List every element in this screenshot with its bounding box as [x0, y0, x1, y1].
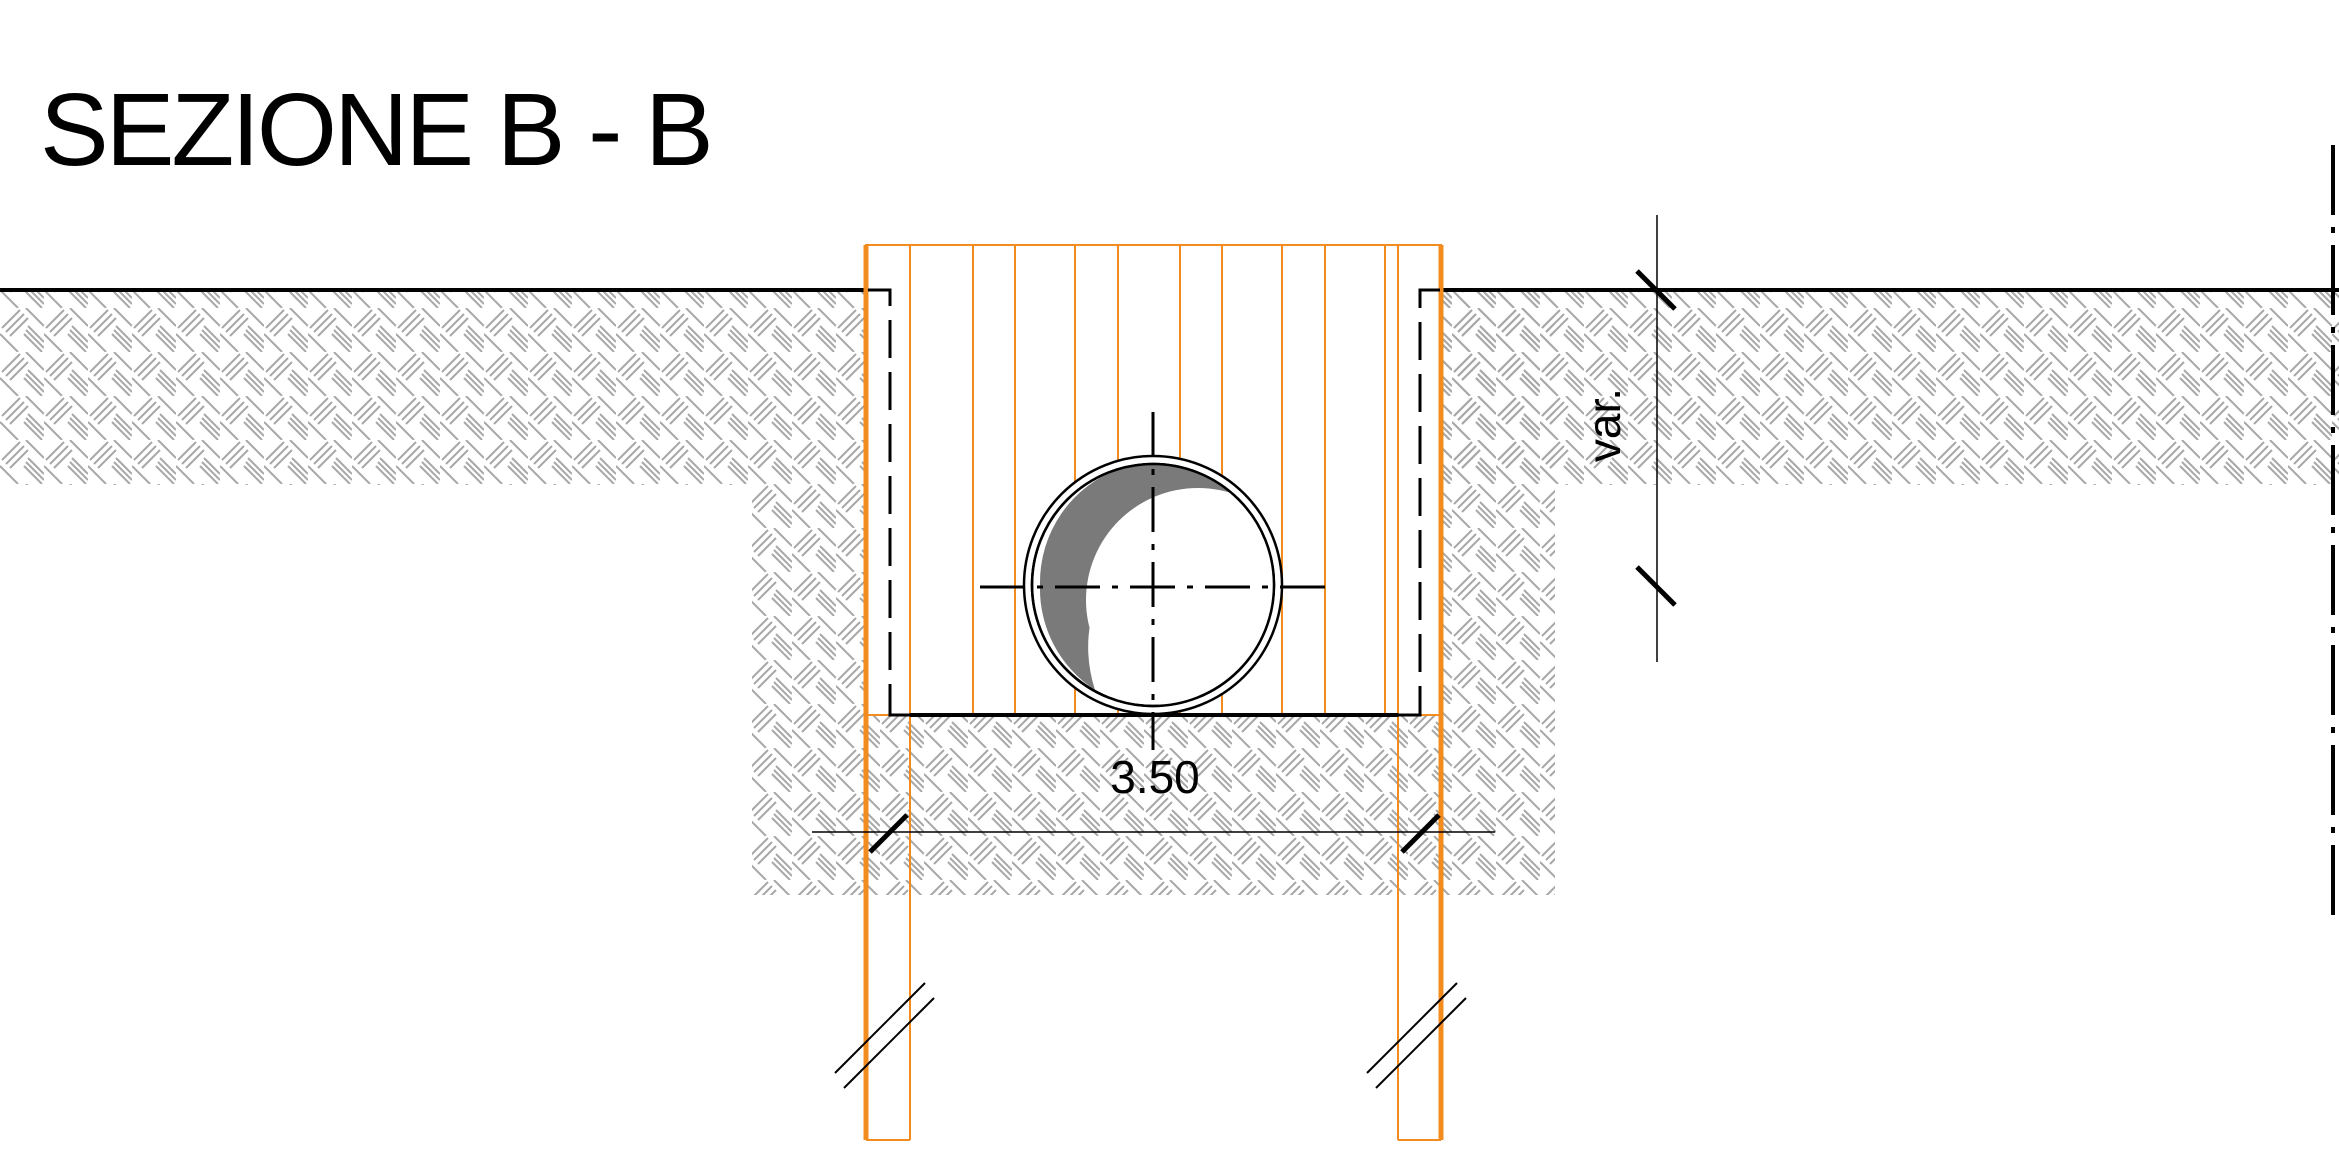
soil-left [0, 290, 865, 485]
soil-right [1440, 290, 2339, 485]
soil-hatch [0, 290, 2339, 895]
soil-trench-left [752, 485, 865, 895]
dim-tick-left [868, 813, 909, 854]
section-title: SEZIONE B - B [40, 72, 711, 187]
pipe-centerlines [980, 412, 1325, 750]
soil-trench-right [1440, 290, 1555, 895]
width-dimension-label: 3.50 [1110, 751, 1200, 803]
depth-dimension-label: var. [1578, 388, 1630, 462]
dim-tick-right [1400, 813, 1441, 854]
pipe-shadow [1039, 464, 1258, 690]
pipe [1022, 454, 1284, 716]
width-dimension [812, 813, 1495, 854]
depth-tick-bottom [1635, 565, 1677, 607]
depth-tick-top [1635, 269, 1677, 311]
break-lines [834, 982, 1467, 1089]
depth-dimension [1635, 215, 1677, 662]
